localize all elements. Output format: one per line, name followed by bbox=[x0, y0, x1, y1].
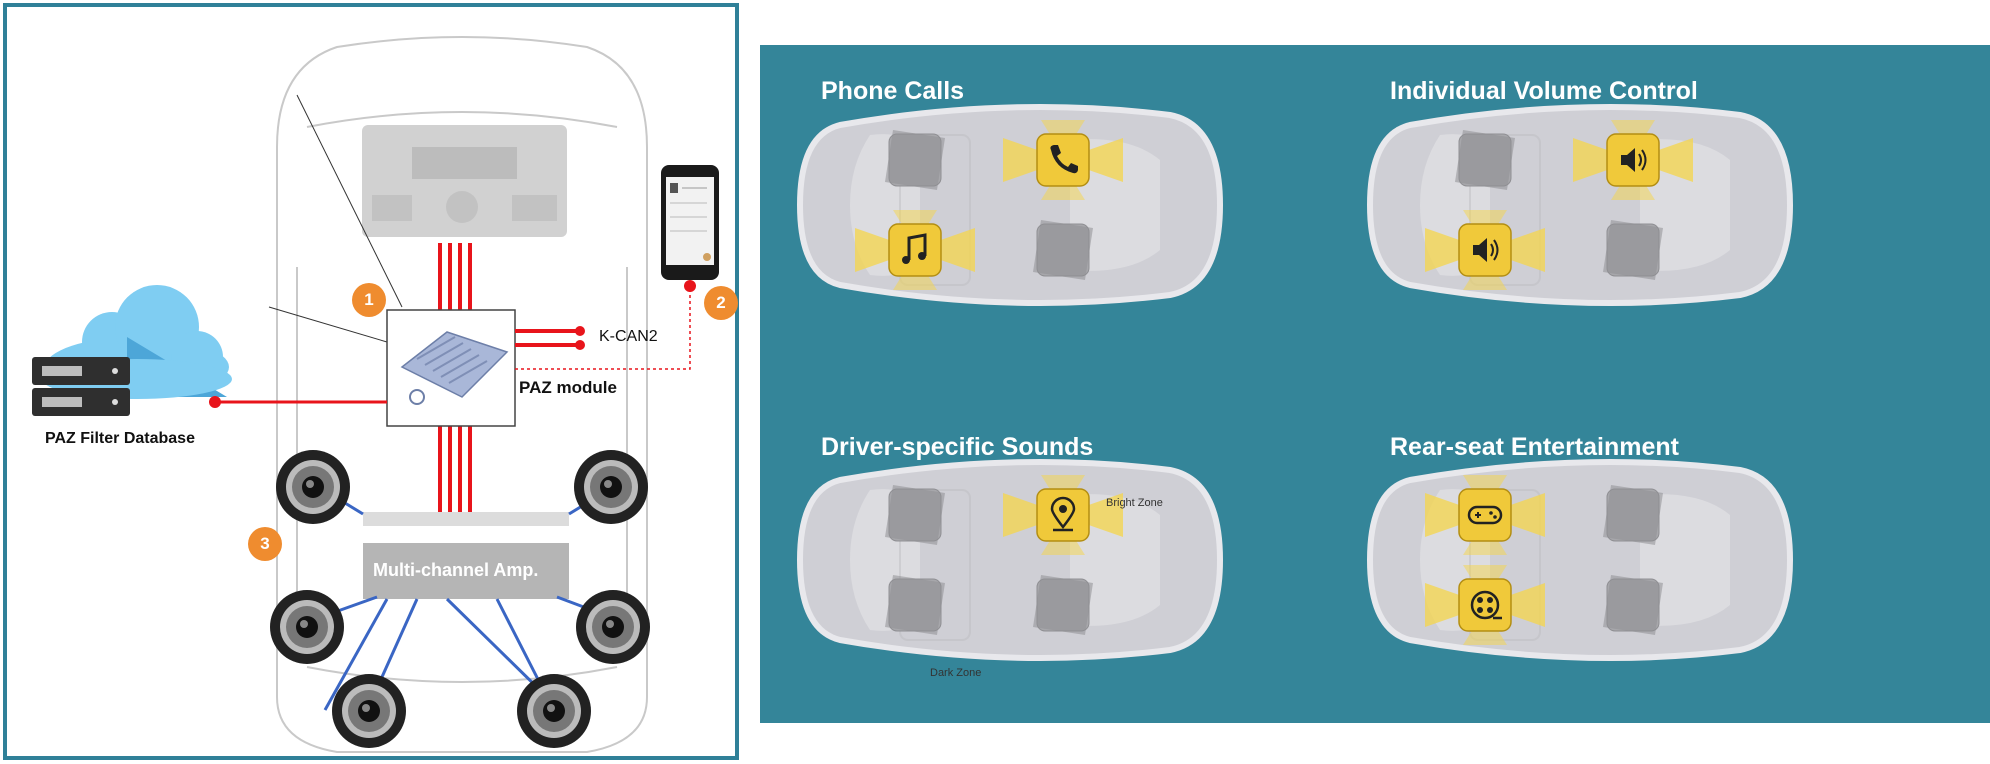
scenarios-svg bbox=[760, 45, 1990, 723]
kcan-label: K-CAN2 bbox=[599, 328, 658, 345]
callout-1: 1 bbox=[352, 283, 386, 317]
smartphone-icon bbox=[661, 165, 719, 280]
kcan-lines bbox=[515, 329, 579, 347]
scenario-title-phone-calls: Phone Calls bbox=[821, 77, 965, 105]
volume-icon bbox=[1473, 238, 1499, 262]
amp-label: Multi-channel Amp. bbox=[373, 560, 539, 580]
car-volume-control bbox=[1370, 107, 1790, 303]
speaker-icons bbox=[270, 450, 650, 748]
car-driver-sounds bbox=[800, 462, 1220, 658]
phone-link bbox=[515, 286, 691, 370]
paz-diagram-svg bbox=[32, 36, 719, 753]
bright-zone-label: Bright Zone bbox=[1106, 497, 1163, 509]
car-rear-entertainment bbox=[1370, 462, 1790, 658]
callout-3: 3 bbox=[248, 527, 282, 561]
music-note-icon bbox=[902, 233, 927, 264]
head-unit bbox=[362, 125, 567, 237]
paz-module-label: PAZ module bbox=[519, 378, 617, 397]
phone-icon bbox=[1050, 145, 1078, 174]
paz-system-diagram: K-CAN2 PAZ module PAZ Filter Database Mu… bbox=[3, 3, 739, 760]
scenario-title-driver-sounds: Driver-specific Sounds bbox=[821, 433, 1094, 461]
leader-line-top bbox=[296, 94, 403, 308]
dark-zone-label: Dark Zone bbox=[930, 667, 982, 679]
scenario-title-volume-control: Individual Volume Control bbox=[1390, 77, 1698, 105]
server-icon bbox=[32, 357, 130, 416]
amp-box bbox=[363, 543, 569, 599]
cloud-icon bbox=[42, 285, 232, 399]
leader-line-mid bbox=[268, 306, 388, 343]
paz-module-chip bbox=[400, 331, 509, 405]
bus-lines-bottom bbox=[438, 425, 472, 512]
gamepad-icon bbox=[1467, 505, 1503, 525]
amp-top-plate bbox=[363, 512, 569, 526]
car-phone-calls bbox=[800, 107, 1220, 303]
sound-zone-scenarios: Phone Calls Individual Volume Control Dr… bbox=[760, 45, 1990, 723]
volume-icon bbox=[1621, 148, 1647, 172]
callout-2: 2 bbox=[704, 286, 738, 320]
film-reel-icon bbox=[1470, 590, 1502, 620]
database-label: PAZ Filter Database bbox=[45, 430, 195, 447]
scenario-title-rear-entertainment: Rear-seat Entertainment bbox=[1390, 433, 1679, 461]
location-pin-icon bbox=[1050, 496, 1076, 532]
bus-lines-top bbox=[438, 243, 472, 310]
